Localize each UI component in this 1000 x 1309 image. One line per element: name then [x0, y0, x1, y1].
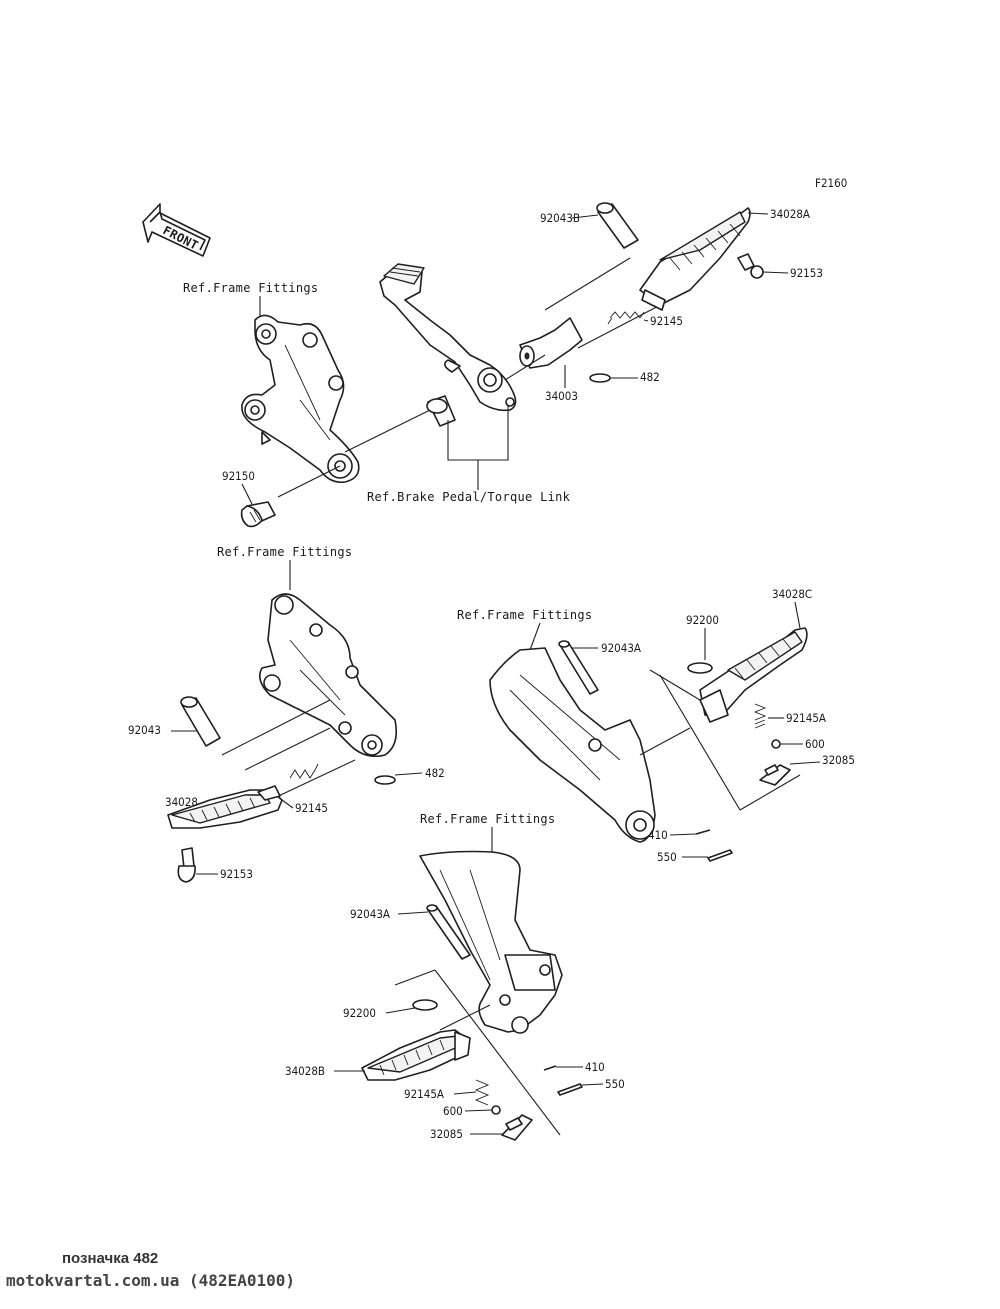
washer-92200-bottom-icon [412, 999, 438, 1011]
ref-frame-fittings-4: Ref.Frame Fittings [420, 812, 555, 826]
label-482-top: 482 [640, 370, 660, 384]
label-410-mid: 410 [648, 828, 668, 842]
footpeg-34028a [639, 207, 751, 311]
label-92043a-mid: 92043A [601, 641, 641, 655]
clip-410-bottom-icon [543, 1065, 557, 1071]
label-92153-mid: 92153 [220, 867, 253, 881]
spring-92145a-mid-icon [753, 703, 767, 729]
pin-92043b-icon [596, 202, 639, 249]
bolt-92153-mid-icon [177, 847, 196, 883]
label-410-bottom: 410 [585, 1060, 605, 1074]
bolt-92153-top-icon [737, 253, 764, 279]
label-92153-top: 92153 [790, 266, 823, 280]
ref-frame-fittings-3: Ref.Frame Fittings [457, 608, 592, 622]
plunger-32085-bottom-icon [501, 1114, 533, 1141]
label-482-mid: 482 [425, 766, 445, 780]
clip-410-mid-icon [695, 829, 711, 835]
footer-source: motokvartal.com.ua (482EA0100) [6, 1271, 295, 1290]
pin-92043a-bottom-icon [426, 904, 471, 960]
label-92043a-bottom: 92043A [350, 907, 390, 921]
pin-92043a-mid-icon [558, 640, 599, 695]
brake-pedal [379, 263, 517, 412]
label-92200-bottom: 92200 [343, 1006, 376, 1020]
bolt-92150-icon [240, 501, 276, 528]
label-92150: 92150 [222, 469, 255, 483]
plunger-32085-mid-icon [759, 764, 791, 786]
label-34028c: 34028C [772, 587, 812, 601]
label-92043b: 92043B [540, 211, 580, 225]
spring-92145a-bottom-icon [474, 1079, 490, 1106]
pin-92043-icon [180, 696, 221, 747]
ring-482-mid-icon [374, 775, 396, 785]
bushing-icon [426, 395, 456, 427]
label-32085-mid: 32085 [822, 753, 855, 767]
label-34028b: 34028B [285, 1064, 325, 1078]
footpeg-34028c [699, 627, 808, 723]
label-92145-mid: 92145 [295, 801, 328, 815]
label-34003: 34003 [545, 389, 578, 403]
pivot-34003-icon [519, 317, 583, 369]
label-92145a-bottom: 92145A [404, 1087, 444, 1101]
ref-frame-fittings-1: Ref.Frame Fittings [183, 281, 318, 295]
front-arrow-icon: FRONT [142, 203, 211, 257]
ring-482-top-icon [589, 373, 611, 383]
footpeg-34028b [361, 1029, 471, 1081]
frame-bracket-top [241, 314, 360, 484]
figure-code: F2160 [815, 176, 847, 190]
pin-550-bottom-icon [557, 1083, 583, 1096]
label-600-bottom: 600 [443, 1104, 463, 1118]
spring-92145-top-icon [607, 311, 645, 325]
label-92145-top: 92145 [650, 314, 683, 328]
label-550-mid: 550 [657, 850, 677, 864]
frame-bracket-bottom [419, 850, 563, 1034]
label-600-mid: 600 [805, 737, 825, 751]
frame-bracket-middle-left [259, 593, 398, 758]
washer-92200-mid-icon [687, 662, 713, 674]
label-32085-bottom: 32085 [430, 1127, 463, 1141]
label-92200-mid: 92200 [686, 613, 719, 627]
label-92145a-mid: 92145A [786, 711, 826, 725]
frame-bracket-middle-right [489, 647, 656, 843]
label-92043: 92043 [128, 723, 161, 737]
label-550-bottom: 550 [605, 1077, 625, 1091]
footpeg-34028 [167, 785, 283, 829]
ref-brake-pedal: Ref.Brake Pedal/Torque Link [367, 490, 571, 504]
ball-600-bottom-icon [491, 1105, 501, 1115]
ball-600-mid-icon [771, 739, 781, 749]
spring-92145-mid-icon [289, 763, 319, 779]
pin-550-mid-icon [707, 849, 733, 862]
label-34028: 34028 [165, 795, 198, 809]
label-34028a: 34028A [770, 207, 810, 221]
ref-frame-fittings-2: Ref.Frame Fittings [217, 545, 352, 559]
footer-mark: позначка 482 [62, 1250, 159, 1267]
